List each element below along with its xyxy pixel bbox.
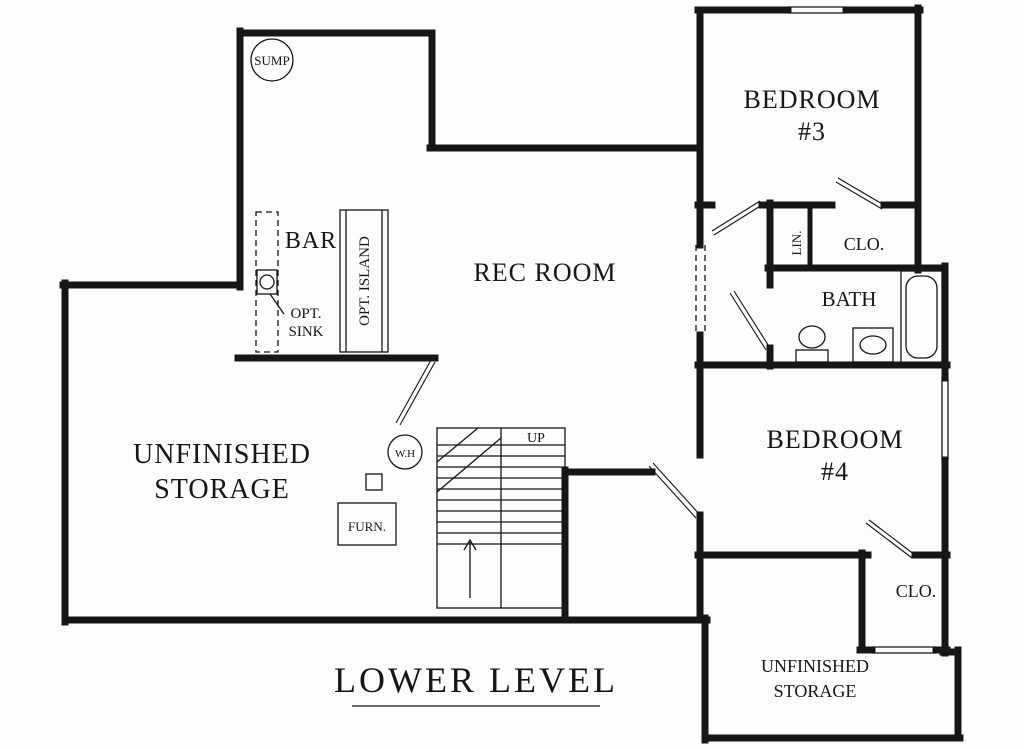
stairs-up-label: UP xyxy=(527,431,545,446)
toilet-tank xyxy=(795,349,829,363)
sump-pit xyxy=(250,38,294,82)
vanity-counter xyxy=(852,327,894,363)
opt-sink-basin xyxy=(259,274,275,290)
toilet-bowl xyxy=(798,325,826,349)
furnace-label: FURN. xyxy=(348,519,386,534)
opt-sink-fixture xyxy=(256,269,278,295)
opt-sink-label-line1: OPT. xyxy=(291,306,322,322)
opt-sink-leader-line xyxy=(269,293,285,315)
rec-hall-cased-opening xyxy=(695,245,706,335)
rec-room-label: REC ROOM xyxy=(473,258,616,287)
clo-lower-door-leaf xyxy=(865,519,916,559)
clo-upper-label: CLO. xyxy=(844,234,885,254)
furnace-box xyxy=(337,502,397,546)
bedroom4-label-line2: #4 xyxy=(821,457,849,486)
bed4-window xyxy=(941,378,949,460)
bath-door-leaf xyxy=(729,290,771,351)
clo-upper-door-leaf xyxy=(835,177,885,210)
bedroom3-label-line1: BEDROOM xyxy=(743,85,880,114)
opt-island-label: OPT. ISLAND xyxy=(357,236,373,326)
bedroom3-door-leaf xyxy=(711,200,763,236)
opt-sink-label-line2: SINK xyxy=(288,324,323,340)
clo-lower-label: CLO. xyxy=(896,581,937,601)
water-heater-label: W.H xyxy=(395,448,415,460)
plan-title: LOWER LEVEL xyxy=(334,660,618,700)
staircase xyxy=(436,427,566,609)
clo-lower-window xyxy=(872,646,936,654)
interior-walls xyxy=(234,144,951,654)
bedroom4-label-line1: BEDROOM xyxy=(766,425,903,454)
opt-island-outline xyxy=(339,209,389,353)
bathtub-outline xyxy=(900,270,943,364)
vanity-sink-basin xyxy=(859,335,887,355)
equipment-pad xyxy=(365,473,383,491)
exterior-walls xyxy=(59,4,964,744)
bedroom3-label-line2: #3 xyxy=(798,117,826,146)
bar-label: BAR xyxy=(285,228,337,254)
doors xyxy=(395,177,916,559)
opt-island-inner-lines xyxy=(345,210,383,352)
labels: SUMP BAR OPT. ISLAND OPT. SINK REC ROOM … xyxy=(133,53,937,707)
bath-label: BATH xyxy=(822,287,877,311)
fixtures xyxy=(250,38,943,546)
sump-label: SUMP xyxy=(254,53,289,68)
bar-counter xyxy=(255,211,279,353)
bedroom4-door-leaf xyxy=(648,462,701,519)
stairs-winders xyxy=(436,427,502,493)
bathtub-basin xyxy=(905,275,938,359)
storage-door-leaf xyxy=(395,359,436,426)
storage-left-label-line1: UNFINISHED xyxy=(133,439,311,470)
lin-label: LIN. xyxy=(789,231,804,256)
stairs-direction-arrow xyxy=(463,538,477,598)
storage-right-label-line1: UNFINISHED xyxy=(761,656,869,676)
water-heater-circle xyxy=(387,434,423,470)
windows xyxy=(695,6,949,654)
bed3-window xyxy=(788,6,846,14)
storage-left-label-line2: STORAGE xyxy=(154,474,290,505)
storage-right-label-line2: STORAGE xyxy=(774,681,857,701)
